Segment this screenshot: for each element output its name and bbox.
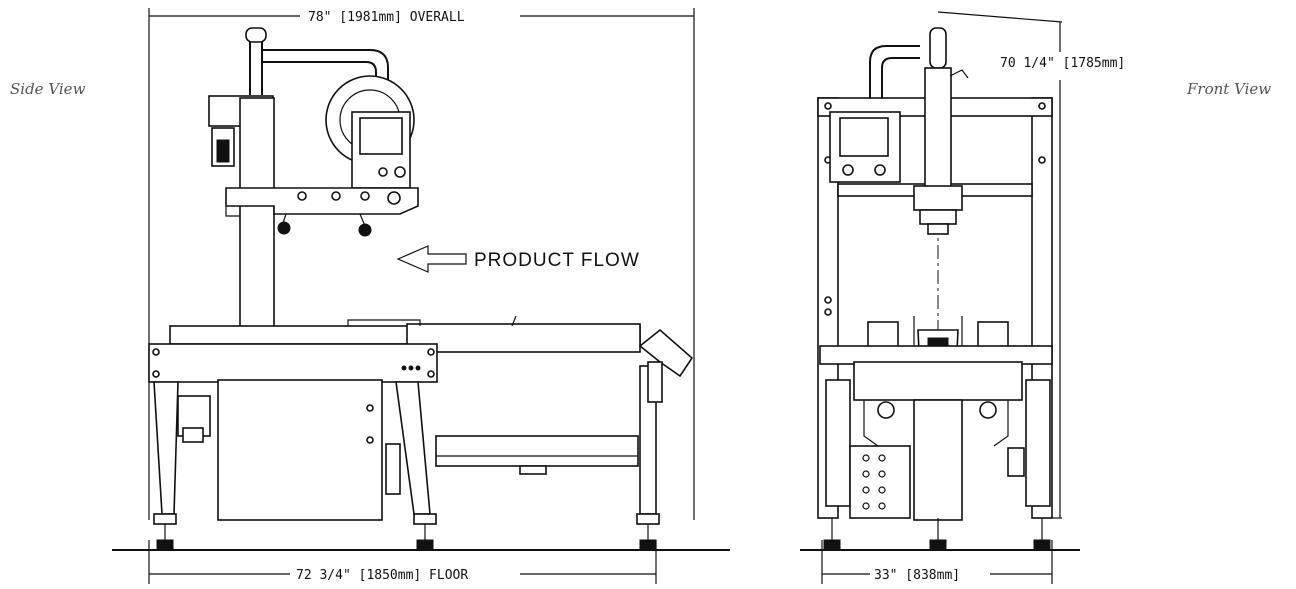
overall-dimension-text: 78" [1981mm] OVERALL <box>308 10 465 25</box>
side-legs <box>153 361 663 551</box>
applicator-arm <box>225 187 419 237</box>
front-feet <box>823 518 1051 551</box>
overall-dimension: 78" [1981mm] OVERALL <box>148 8 695 520</box>
side-view: 78" [1981mm] OVERALL 72 3/4" [1850mm] FL… <box>112 8 730 584</box>
discharge-guide <box>638 328 694 378</box>
product-flow-arrow: PRODUCT FLOW <box>396 245 640 273</box>
front-bed <box>819 345 1053 521</box>
front-view-label: Front View <box>1187 80 1272 98</box>
floor-dimension: 72 3/4" [1850mm] FLOOR <box>148 540 657 584</box>
side-cabinet <box>177 379 639 521</box>
front-tape-head <box>829 27 969 235</box>
side-column <box>239 97 275 343</box>
width-dimension-text: 33" [838mm] <box>874 568 960 583</box>
width-dimension: 33" [838mm] <box>821 540 1053 584</box>
conveyor-bed <box>148 315 641 383</box>
side-view-label: Side View <box>10 80 86 98</box>
floor-dimension-text: 72 3/4" [1850mm] FLOOR <box>296 568 468 583</box>
height-dimension-text: 70 1/4" [1785mm] <box>1000 56 1125 71</box>
front-button-panel <box>849 445 911 519</box>
height-dimension: 70 1/4" [1785mm] <box>937 11 1125 519</box>
front-view: 70 1/4" [1785mm] 33" [838mm] <box>800 11 1125 584</box>
product-flow-label: PRODUCT FLOW <box>474 250 640 271</box>
